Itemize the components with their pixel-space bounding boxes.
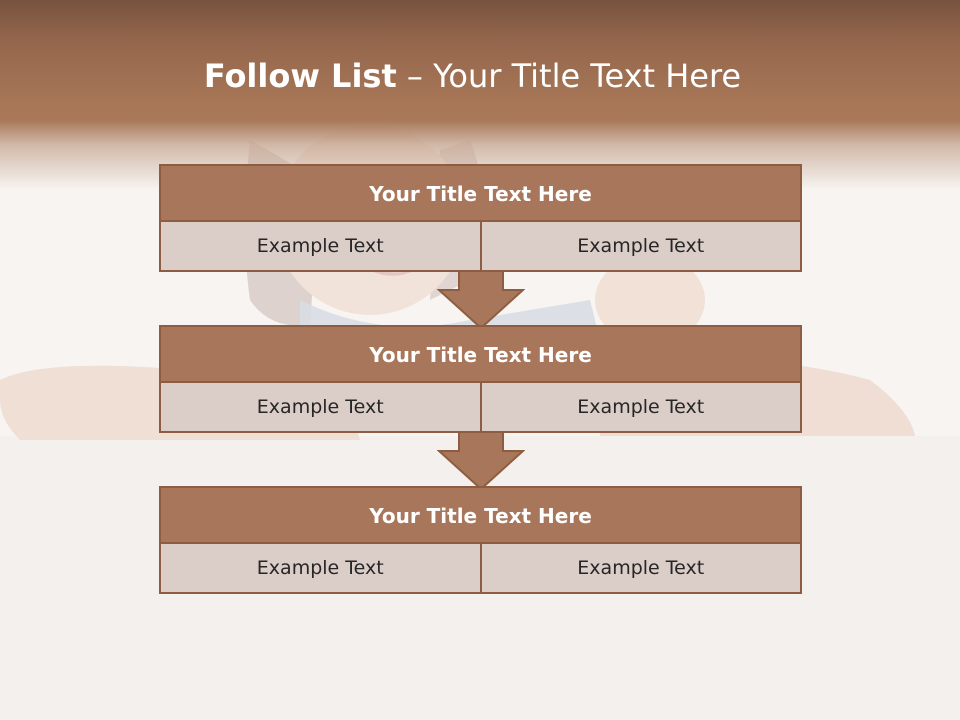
slide-title-rest: – Your Title Text Here bbox=[406, 57, 742, 95]
block-cell-left: Example Text bbox=[161, 383, 480, 431]
block-cell-right: Example Text bbox=[479, 222, 800, 270]
block-cell-left: Example Text bbox=[161, 544, 480, 592]
down-arrow-icon bbox=[437, 431, 525, 491]
block-row: Example Text Example Text bbox=[161, 222, 800, 270]
block-cell-left: Example Text bbox=[161, 222, 480, 270]
block-title: Your Title Text Here bbox=[161, 327, 800, 383]
header-band bbox=[0, 0, 960, 190]
block-title: Your Title Text Here bbox=[161, 166, 800, 222]
slide-title-bold: Follow List bbox=[203, 57, 397, 95]
block-cell-right: Example Text bbox=[479, 544, 800, 592]
down-arrow-icon bbox=[437, 270, 525, 330]
list-block-2: Your Title Text Here Example Text Exampl… bbox=[159, 325, 802, 433]
slide-title: Follow List – Your Title Text Here bbox=[0, 52, 945, 100]
block-title: Your Title Text Here bbox=[161, 488, 800, 544]
list-block-1: Your Title Text Here Example Text Exampl… bbox=[159, 164, 802, 272]
block-row: Example Text Example Text bbox=[161, 383, 800, 431]
block-cell-right: Example Text bbox=[479, 383, 800, 431]
list-block-3: Your Title Text Here Example Text Exampl… bbox=[159, 486, 802, 594]
block-row: Example Text Example Text bbox=[161, 544, 800, 592]
